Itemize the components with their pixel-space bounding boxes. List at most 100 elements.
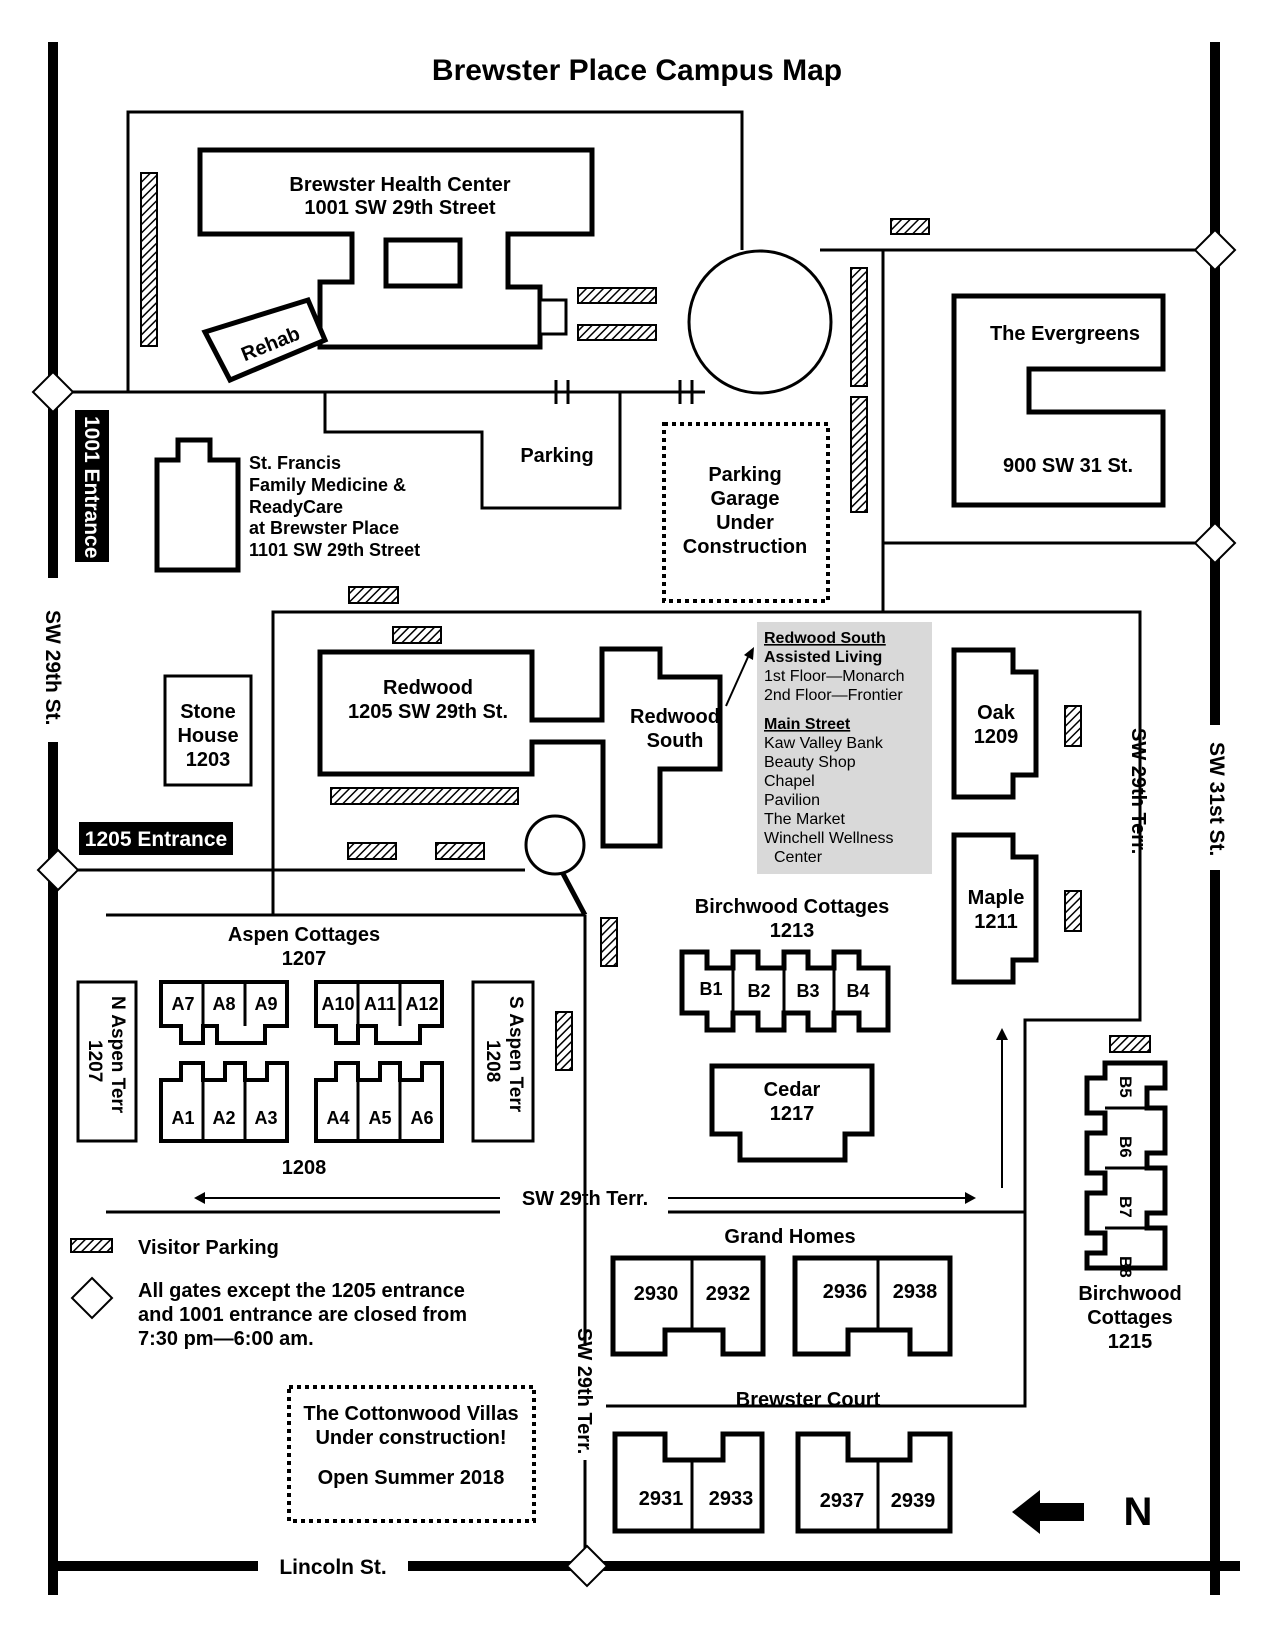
1205-entrance-badge: [79, 822, 233, 855]
visitor-parking-lot: [435, 842, 485, 860]
cottonwood-villas-outline: [287, 1385, 536, 1523]
birchwood-1215-line: Cottages: [1087, 1307, 1173, 1329]
visitor-parking-lot: [850, 267, 868, 387]
arrow-east-icon: [965, 1192, 976, 1204]
cottonwood-line: The Cottonwood Villas: [303, 1403, 518, 1425]
redwood-name: Redwood: [383, 677, 473, 699]
visitor-parking-lot: [392, 626, 442, 644]
info-item: Pavilion: [764, 792, 820, 809]
roundabout: [687, 249, 833, 395]
evergreens-name: The Evergreens: [990, 323, 1140, 345]
s-aspen-terr-label: S Aspen Terr: [505, 996, 526, 1113]
info-pointer-line: [725, 656, 749, 707]
home-number: 2938: [893, 1281, 938, 1303]
unit-label: B5: [1116, 1076, 1135, 1098]
st-francis-line: St. Francis: [249, 453, 341, 473]
visitor-parking-lot: [1109, 1035, 1151, 1053]
info-item: Center: [774, 849, 823, 866]
home-2930-2932: [610, 1255, 766, 1357]
unit-label: A9: [254, 994, 277, 1014]
unit-label: A3: [254, 1108, 277, 1128]
gate-icon: [36, 848, 80, 892]
home-number: 2931: [639, 1488, 684, 1510]
home-number: 2930: [634, 1283, 679, 1305]
sw-31st-st-label: SW 31st St.: [1205, 742, 1228, 856]
oak-building: [951, 647, 1039, 800]
home-number: 2933: [709, 1488, 754, 1510]
evergreens-address: 900 SW 31 St.: [1003, 455, 1133, 477]
parking-label: Parking: [520, 445, 593, 467]
n-aspen-terr-building: [76, 980, 138, 1143]
unit-label: B4: [846, 981, 869, 1001]
1205-entrance-label: 1205 Entrance: [85, 828, 227, 851]
home-2937-2939: [795, 1431, 953, 1534]
birchwood-1213-name: Birchwood Cottages: [695, 896, 889, 918]
home-number: 2939: [891, 1490, 936, 1512]
unit-label: A2: [212, 1108, 235, 1128]
1001-entrance-badge: [75, 410, 109, 562]
unit-label: B2: [747, 981, 770, 1001]
info-item: Beauty Shop: [764, 754, 856, 771]
stone-house-line: House: [177, 725, 238, 747]
home-2931-2933: [612, 1431, 765, 1534]
unit-label: A5: [368, 1108, 391, 1128]
north-label: N: [1124, 1490, 1153, 1534]
health-center-name: Brewster Health Center: [289, 174, 510, 196]
aspen-cottages-number: 1207: [282, 948, 327, 970]
unit-label: A10: [321, 994, 354, 1014]
health-center-address: 1001 SW 29th Street: [304, 197, 496, 219]
home-number: 2936: [823, 1281, 868, 1303]
cedar-line: 1217: [770, 1103, 815, 1125]
n-aspen-terr-label: N Aspen Terr: [107, 996, 128, 1114]
brewster-court-label: Brewster Court: [736, 1389, 881, 1411]
n-aspen-terr-number: 1207: [84, 1040, 105, 1082]
visitor-parking-lot: [1064, 705, 1082, 747]
1001-entrance-label: 1001 Entrance: [80, 416, 103, 558]
parking-garage-outline: [662, 422, 830, 603]
garage-label-line: Under: [716, 512, 774, 534]
info-item: Winchell Wellness: [764, 830, 894, 847]
cottonwood-line: Under construction!: [315, 1427, 506, 1449]
info-floor: 2nd Floor—Frontier: [764, 687, 903, 704]
unit-label: B1: [699, 979, 722, 999]
home-number: 2937: [820, 1490, 865, 1512]
sw-29th-terr-east-label: SW 29th Terr.: [1127, 728, 1149, 854]
oak-line: 1209: [974, 726, 1019, 748]
stone-house-line: Stone: [180, 701, 236, 723]
cedar-building: [709, 1063, 875, 1163]
visitor-parking-lot: [348, 586, 399, 604]
maple-line: 1211: [974, 911, 1017, 933]
parking-lot-outline: [323, 392, 622, 510]
info-heading-main-street: Main Street: [764, 716, 851, 733]
visitor-parking-legend-swatch: [70, 1238, 113, 1253]
birchwood-1213-number: 1213: [770, 920, 815, 942]
sw-29th-terr-west-label: SW 29th Terr.: [573, 1328, 595, 1454]
circle-connector: [557, 866, 588, 917]
health-center-courtyard: [383, 237, 463, 289]
unit-label: A12: [405, 994, 438, 1014]
unit-label: B8: [1116, 1256, 1135, 1278]
aspen-units-a10-a12: [314, 980, 444, 1045]
st-francis-line: 1101 SW 29th Street: [249, 540, 420, 560]
gate-icon: [31, 370, 75, 414]
grand-homes-label: Grand Homes: [724, 1226, 855, 1248]
st-francis-building: [154, 437, 241, 573]
cottonwood-line: Open Summer 2018: [318, 1467, 505, 1489]
gates-note-line: 7:30 pm—6:00 am.: [138, 1328, 314, 1350]
s-aspen-terr-building: [471, 980, 535, 1143]
visitor-parking-lot: [577, 287, 657, 304]
gate-icon: [1193, 521, 1237, 565]
sw-29th-st-label: SW 29th St.: [41, 610, 64, 726]
north-arrow-icon: [1012, 1490, 1084, 1534]
st-francis-line: at Brewster Place: [249, 518, 399, 538]
visitor-parking-lot: [890, 218, 930, 235]
lincoln-st-label: Lincoln St.: [279, 1556, 386, 1579]
aspen-units-a7-a9: [159, 980, 289, 1045]
unit-label: A1: [171, 1108, 194, 1128]
arrow-west-icon: [194, 1192, 205, 1204]
s-aspen-terr-number: 1208: [482, 1040, 503, 1082]
birchwood-1215-building: [1084, 1060, 1168, 1271]
aspen-units-a1-a3: [159, 1061, 289, 1143]
unit-label: B6: [1116, 1136, 1135, 1158]
